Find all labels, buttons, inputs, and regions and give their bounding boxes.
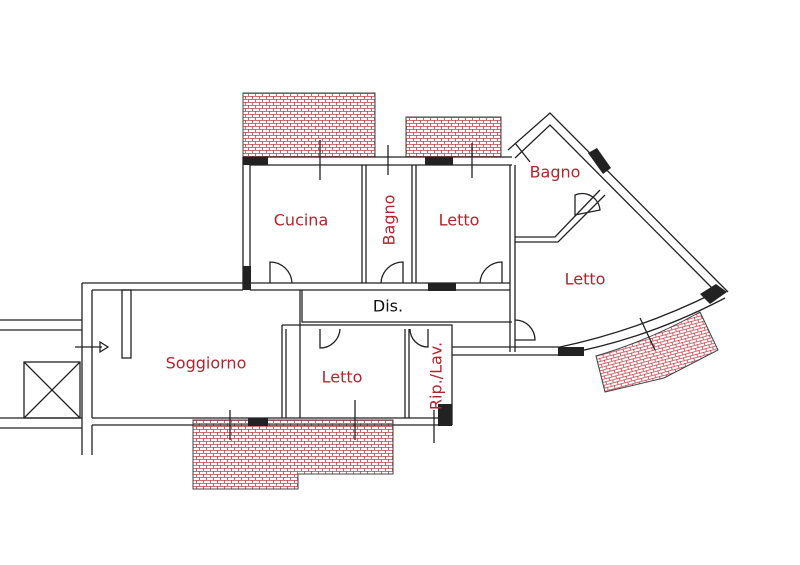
room-label-letto-bottom: Letto [321, 367, 363, 387]
balcony-living [192, 419, 394, 490]
room-label-letto-right: Letto [564, 269, 606, 289]
room-label-soggiorno: Soggiorno [165, 353, 247, 373]
room-label-bagno: Bagno [379, 194, 399, 246]
room-label-rip-lav: Rip./Lav. [426, 341, 446, 411]
balcony-curved [595, 311, 719, 393]
room-label-dis: Dis. [372, 296, 404, 316]
balcony-bedroom [405, 116, 502, 158]
room-label-cucina: Cucina [273, 210, 329, 230]
balcony-kitchen [242, 92, 376, 158]
room-label-bagno-right: Bagno [529, 162, 581, 182]
room-label-letto-top: Letto [438, 210, 480, 230]
